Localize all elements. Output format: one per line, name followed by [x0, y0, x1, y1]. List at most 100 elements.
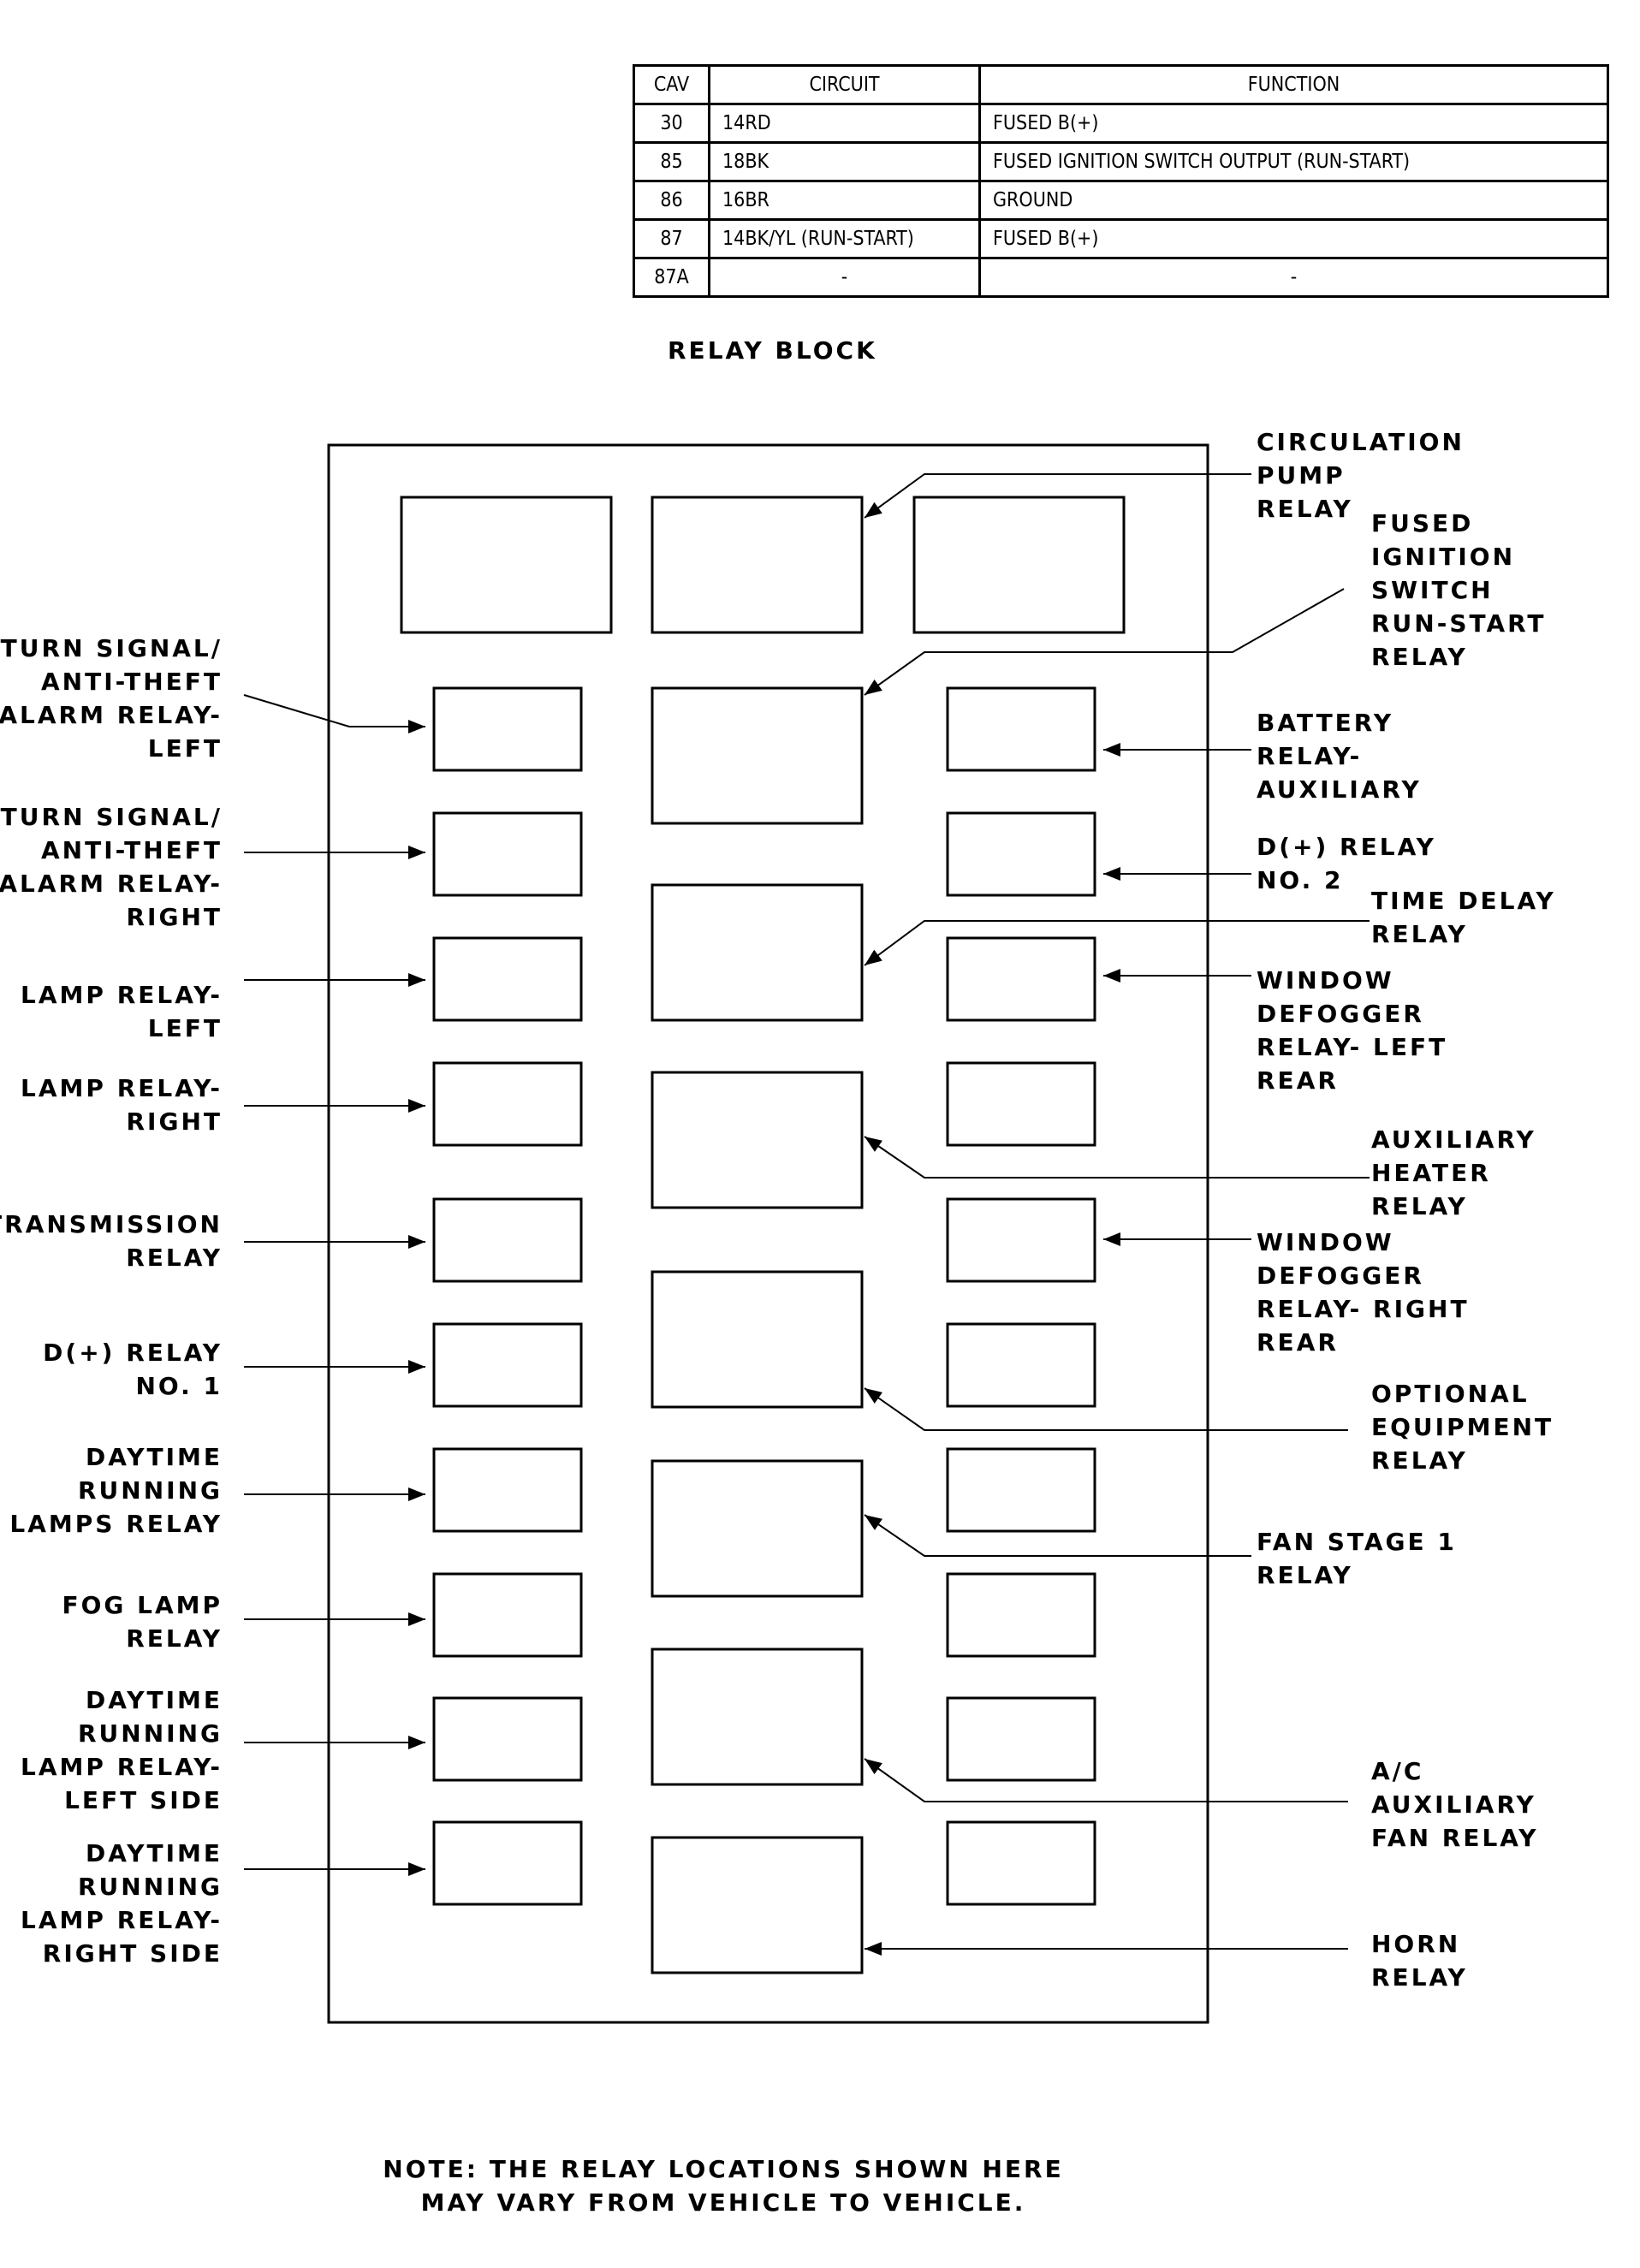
label-line: DAYTIME: [85, 1839, 223, 1867]
label-line: AUXILIARY: [1371, 1790, 1536, 1819]
label-line: HEATER: [1371, 1159, 1491, 1187]
label-line: IGNITION: [1371, 543, 1516, 571]
table-header-row: CAV CIRCUIT FUNCTION: [633, 64, 1609, 105]
left-relay-label: TURN SIGNAL/ANTI-THEFT ALARM RELAY- LEFT: [0, 632, 223, 765]
label-line: OPTIONAL: [1371, 1380, 1530, 1408]
table-row: 87 14BK/YL (RUN-START) FUSED B(+): [633, 218, 1609, 259]
label-line: TURN SIGNAL/: [0, 803, 223, 831]
label-line: FAN RELAY: [1371, 1824, 1539, 1852]
circuit-cell: 14BK/YL (RUN-START): [708, 218, 981, 259]
label-line: LAMP RELAY-: [21, 981, 223, 1009]
cavity-table: CAV CIRCUIT FUNCTION 30 14RD FUSED B(+) …: [633, 64, 1609, 298]
small-relay-socket: [946, 1447, 1096, 1533]
small-relay-socket: [432, 1572, 583, 1658]
label-line: LEFT SIDE: [64, 1786, 223, 1814]
label-line: ALARM RELAY-: [0, 870, 223, 898]
leader-arrow: [243, 694, 425, 733]
label-line: RELAY: [1257, 495, 1353, 523]
label-line: RELAY: [126, 1244, 223, 1272]
header-function: FUNCTION: [978, 64, 1609, 105]
label-line: TIME DELAY: [1371, 887, 1556, 915]
label-line: RUNNING: [78, 1719, 223, 1748]
cav-cell: 87: [633, 218, 710, 259]
leader-arrow: [864, 1136, 1370, 1179]
label-line: NO. 2: [1257, 866, 1344, 894]
label-line: LEFT: [147, 734, 223, 763]
small-relay-socket: [432, 1322, 583, 1408]
label-line: RELAY: [1371, 1963, 1468, 1992]
label-line: ANTI-THEFT: [40, 668, 223, 696]
label-line: RELAY: [126, 1624, 223, 1653]
label-line: RELAY: [1257, 1561, 1353, 1589]
small-relay-socket: [432, 1061, 583, 1147]
small-relay-socket: [946, 811, 1096, 897]
label-line: D(+) RELAY: [1257, 833, 1436, 861]
label-line: RUN-START: [1371, 609, 1547, 638]
table-row: 86 16BR GROUND: [633, 180, 1609, 221]
large-relay-socket: [651, 1459, 864, 1598]
cav-cell: 86: [633, 180, 710, 221]
label-line: LAMPS RELAY: [9, 1510, 223, 1538]
small-relay-socket: [946, 1696, 1096, 1782]
leader-arrow: [864, 588, 1345, 696]
label-line: REAR: [1257, 1328, 1339, 1357]
circuit-cell: -: [708, 257, 981, 298]
note-line: MAY VARY FROM VEHICLE TO VEHICLE.: [420, 2188, 1026, 2217]
label-line: BATTERY: [1257, 709, 1394, 737]
label-line: DAYTIME: [85, 1686, 223, 1714]
right-relay-label: FAN STAGE 1 RELAY: [1257, 1525, 1457, 1592]
label-line: TRANSMISSION: [0, 1210, 223, 1238]
function-cell: FUSED IGNITION SWITCH OUTPUT (RUN-START): [978, 141, 1609, 182]
label-line: DEFOGGER: [1257, 1000, 1424, 1028]
circuit-cell: 18BK: [708, 141, 981, 182]
label-line: FOG LAMP: [62, 1591, 223, 1619]
label-line: RELAY- RIGHT: [1257, 1295, 1470, 1323]
cav-cell: 85: [633, 141, 710, 182]
small-relay-socket: [946, 1322, 1096, 1408]
label-line: RUNNING: [78, 1476, 223, 1505]
label-line: RELAY-: [1257, 742, 1363, 770]
left-relay-label: FOG LAMP RELAY: [62, 1588, 223, 1655]
large-relay-socket: [651, 883, 864, 1022]
label-line: TURN SIGNAL/: [0, 634, 223, 662]
label-line: EQUIPMENT: [1371, 1413, 1554, 1441]
label-line: RIGHT: [126, 903, 223, 931]
table-row: 85 18BK FUSED IGNITION SWITCH OUTPUT (RU…: [633, 141, 1609, 182]
label-line: FAN STAGE 1: [1257, 1528, 1457, 1556]
label-line: ALARM RELAY-: [0, 701, 223, 729]
label-line: CIRCULATION: [1257, 428, 1465, 456]
function-cell: -: [978, 257, 1609, 298]
label-line: DAYTIME: [85, 1443, 223, 1471]
large-relay-socket: [912, 496, 1126, 634]
small-relay-socket: [946, 1061, 1096, 1147]
left-relay-label: DAYTIME RUNNING LAMPS RELAY: [9, 1440, 223, 1541]
label-line: RUNNING: [78, 1873, 223, 1901]
label-line: LAMP RELAY-: [21, 1906, 223, 1934]
leader-arrow: [864, 473, 1251, 519]
left-relay-label: LAMP RELAY-RIGHT: [21, 1072, 223, 1138]
small-relay-socket: [432, 1696, 583, 1782]
right-relay-label: D(+) RELAY NO. 2: [1257, 830, 1436, 897]
large-relay-socket: [651, 1648, 864, 1786]
cav-cell: 87A: [633, 257, 710, 298]
label-line: PUMP: [1257, 461, 1346, 490]
label-line: WINDOW: [1257, 966, 1394, 994]
note-line: NOTE: THE RELAY LOCATIONS SHOWN HERE: [383, 2155, 1064, 2183]
small-relay-socket: [946, 1572, 1096, 1658]
label-line: RIGHT: [126, 1107, 223, 1136]
small-relay-socket: [946, 1197, 1096, 1283]
leader-arrow: [864, 1514, 1251, 1557]
leader-arrow: [864, 1758, 1348, 1802]
circuit-cell: 14RD: [708, 103, 981, 144]
small-relay-socket: [946, 936, 1096, 1022]
